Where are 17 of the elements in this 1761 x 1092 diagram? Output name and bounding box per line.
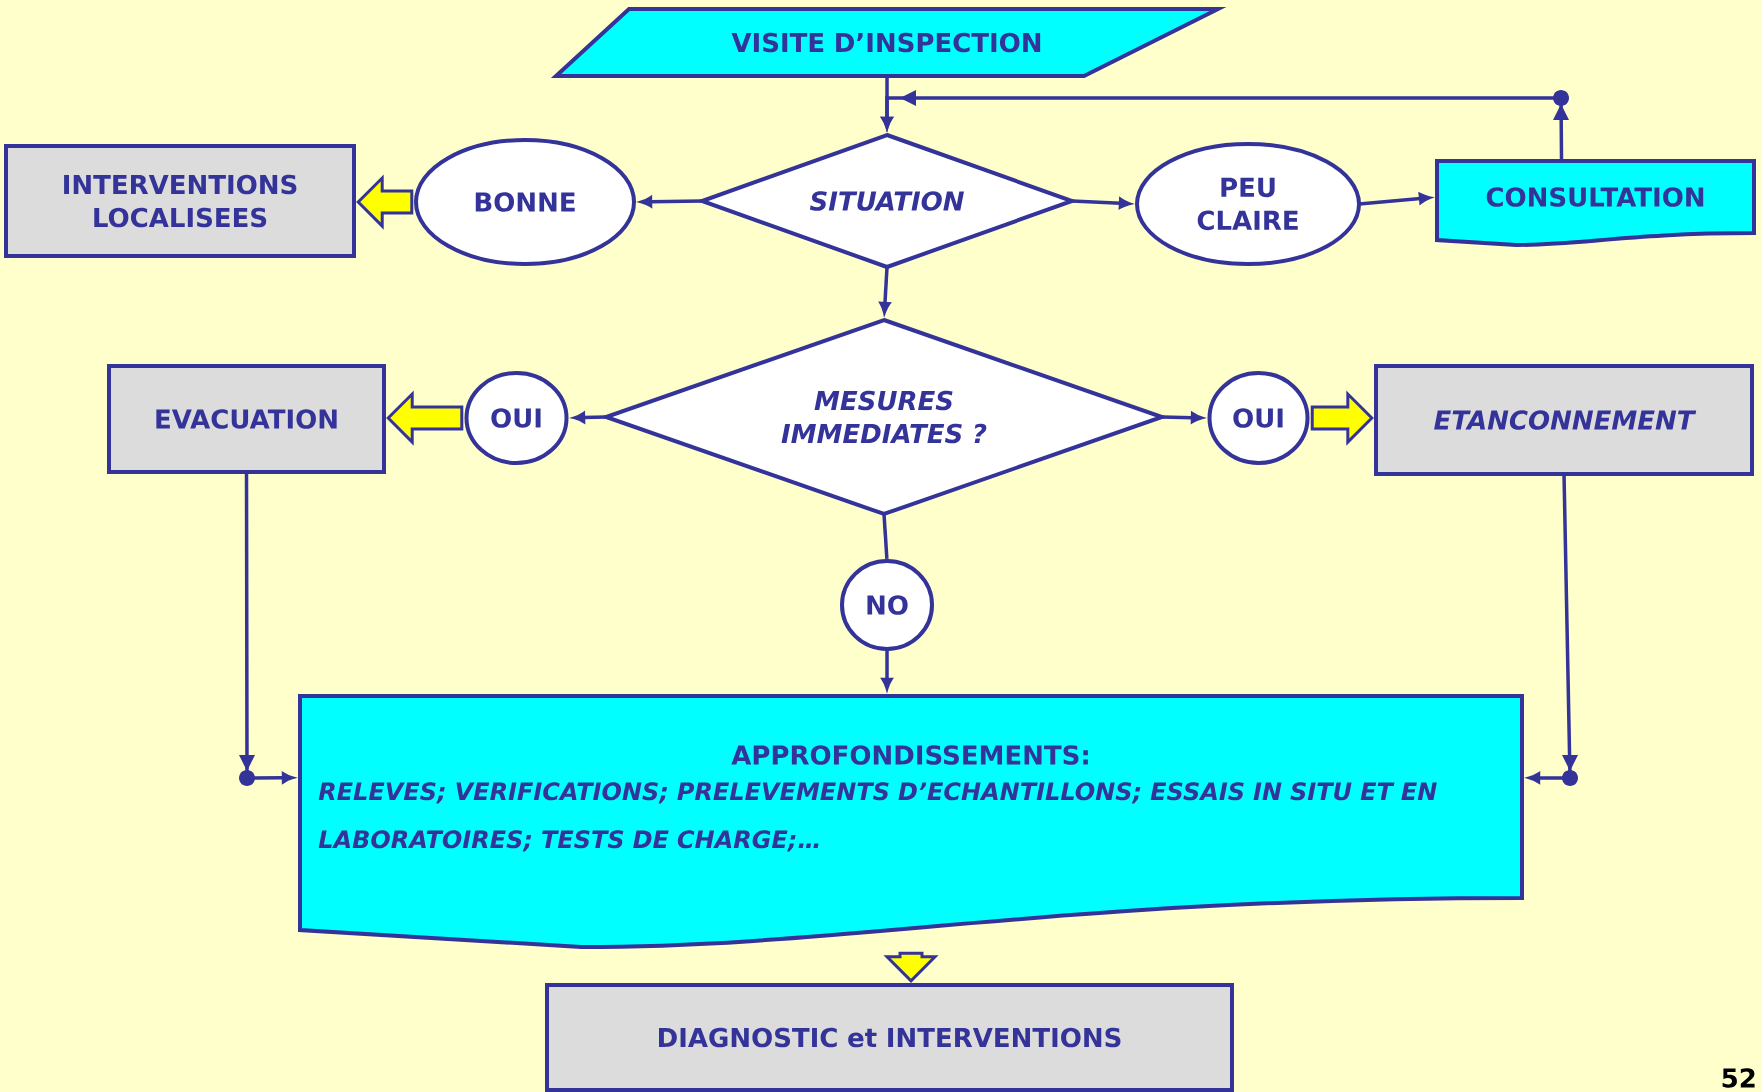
oval: OUI (1207, 371, 1310, 465)
oval: PEU CLAIRE (1135, 142, 1361, 266)
connector-line (882, 514, 889, 559)
page-number: 52 (1722, 1068, 1755, 1088)
process-box: ETANCONNEMENT (1374, 364, 1754, 476)
block-arrow (883, 951, 939, 983)
document-box: APPROFONDISSEMENTS: RELEVES; VERIFICATIONS; PRELEVEMENTS D’ECHANTILLONS; ESSAIS IN SITU ET EN LABORATOIRES; TESTS DE CHARGE;… (298, 694, 1524, 949)
oval: BONNE (414, 138, 636, 266)
process-box: EVACUATION (107, 364, 386, 474)
process-box: INTERVENTIONS LOCALISEES (4, 144, 356, 258)
block-arrow (356, 174, 414, 230)
block-arrow (1310, 390, 1374, 446)
document-box: CONSULTATION (1435, 159, 1756, 247)
block-arrow (386, 390, 464, 446)
oval: OUI (464, 371, 569, 465)
process-box: DIAGNOSTIC et INTERVENTIONS (545, 983, 1234, 1092)
arrow (881, 90, 1569, 161)
